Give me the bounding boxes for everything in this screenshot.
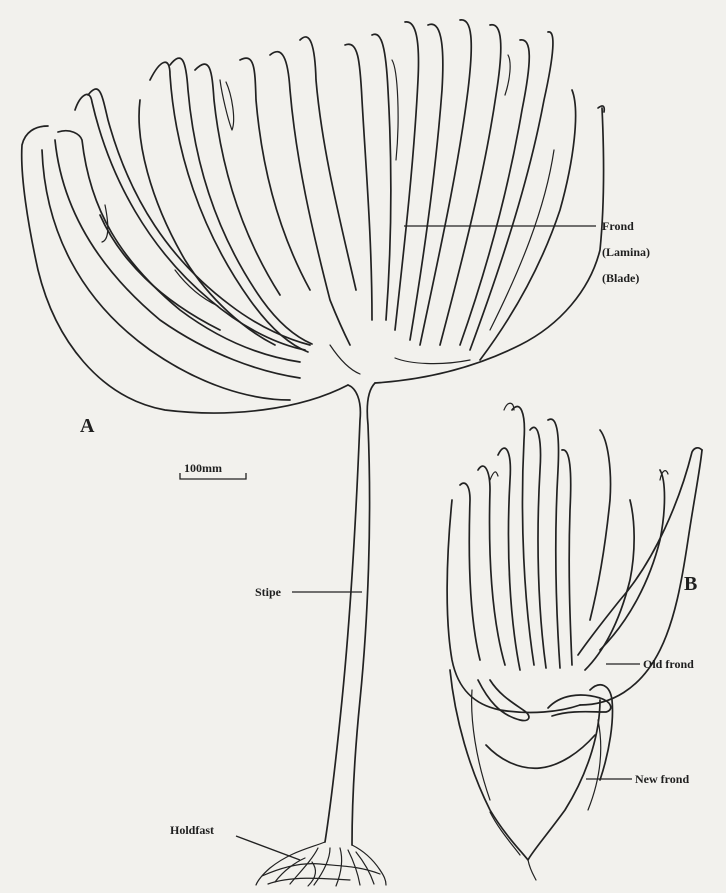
plant-b-new-frond — [450, 670, 613, 880]
frond-label-line2: (Lamina) — [602, 245, 650, 259]
holdfast-label-text: Holdfast — [170, 823, 214, 837]
holdfast-label: Holdfast — [170, 823, 300, 860]
plant-b-letter: B — [684, 573, 697, 595]
plant-a-letter: A — [80, 415, 95, 437]
new-frond-label-text: New frond — [635, 772, 689, 786]
frond-label: Frond (Lamina) (Blade) — [404, 219, 650, 285]
plant-a-holdfast — [256, 842, 386, 886]
frond-label-line1: Frond — [602, 219, 634, 233]
scale-bar-label: 100mm — [184, 461, 222, 475]
plant-b: B Old frond New frond — [447, 403, 702, 880]
scale-bar: 100mm — [180, 461, 246, 479]
plant-a-frond — [22, 20, 605, 413]
stipe-label: Stipe — [255, 585, 362, 599]
plant-a: A 100mm Frond (Lamina) (Blade) Stipe Hol… — [22, 20, 650, 886]
frond-label-line3: (Blade) — [602, 271, 639, 285]
old-frond-label-text: Old frond — [643, 657, 694, 671]
old-frond-label: Old frond — [606, 657, 694, 671]
stipe-label-text: Stipe — [255, 585, 282, 599]
plant-a-stipe — [325, 383, 375, 845]
